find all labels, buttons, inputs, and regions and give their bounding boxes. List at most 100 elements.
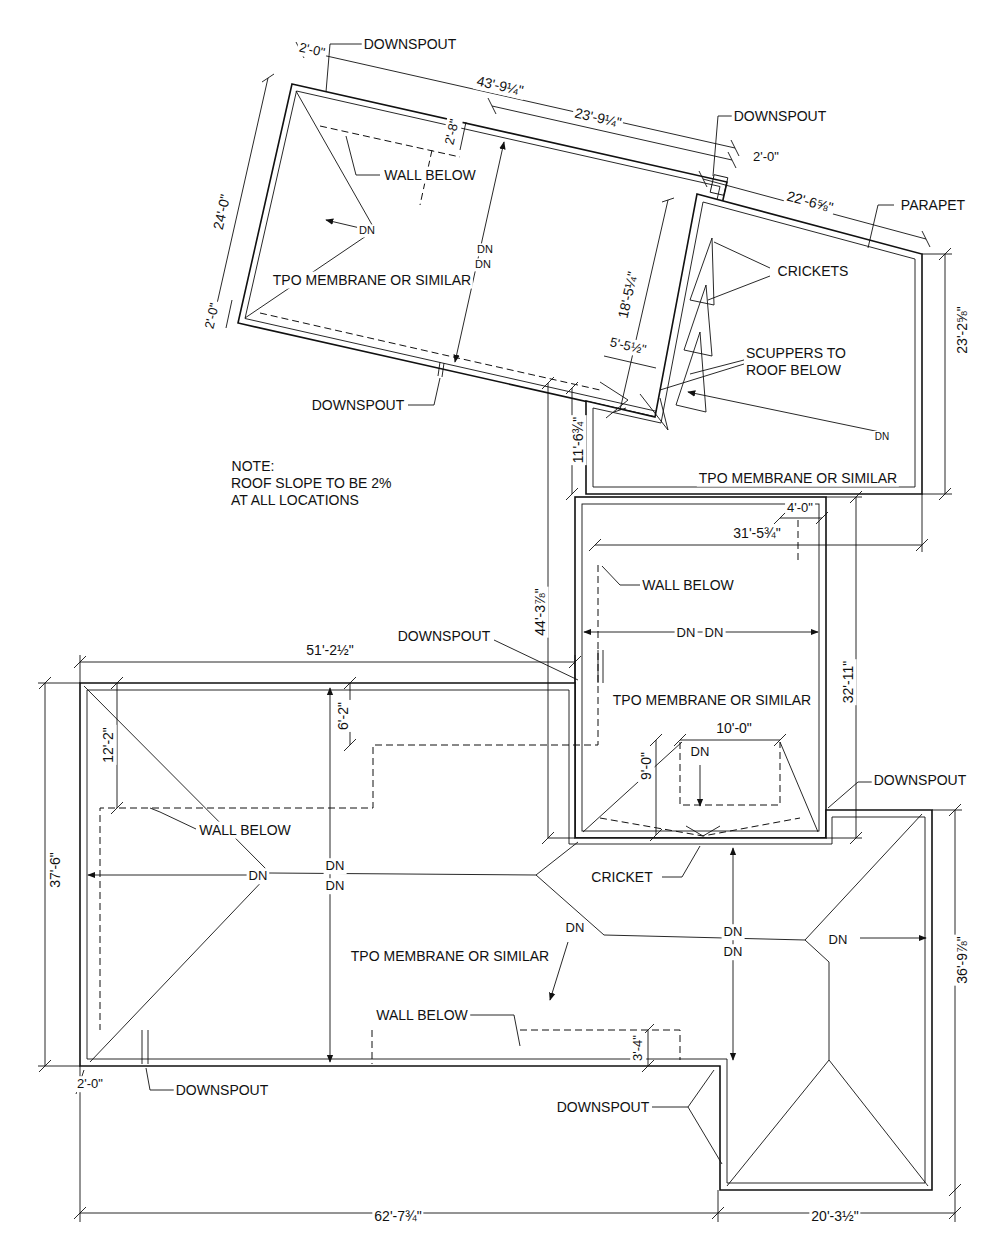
roof-label: DN bbox=[564, 920, 587, 936]
roof-label: DN bbox=[324, 858, 347, 874]
hip-line bbox=[686, 826, 720, 836]
hip-line bbox=[600, 818, 800, 836]
dimension-line bbox=[604, 356, 656, 368]
wall-below bbox=[372, 1030, 680, 1064]
roof-label: 23'-2⅝" bbox=[954, 304, 971, 355]
roof-label: DN bbox=[675, 625, 698, 641]
roof-label: 31'-5¾" bbox=[731, 525, 782, 542]
slope-arrow bbox=[88, 875, 250, 876]
roof-outline bbox=[593, 202, 915, 487]
wall-below bbox=[320, 126, 460, 205]
leader-line bbox=[146, 1068, 176, 1090]
leader-line bbox=[652, 1070, 722, 1164]
roof-label: 3'-4" bbox=[630, 1033, 646, 1063]
roof-label: 9'-0" bbox=[638, 750, 655, 782]
roof-label: 2'-0" bbox=[751, 149, 781, 165]
roof-label: DN bbox=[247, 868, 270, 884]
slope-arrow bbox=[550, 942, 568, 1000]
slope-arrow bbox=[860, 938, 926, 939]
roof-label: SCUPPERS TO ROOF BELOW bbox=[744, 345, 860, 379]
hip-line bbox=[84, 686, 270, 1062]
dimension-line bbox=[614, 198, 674, 412]
roof-label: TPO MEMBRANE OR SIMILAR bbox=[271, 272, 473, 289]
roof-label: DOWNSPOUT bbox=[732, 108, 829, 125]
roof-label: 5'-5½" bbox=[606, 334, 649, 358]
roof-label: TPO MEMBRANE OR SIMILAR bbox=[697, 470, 899, 487]
hip-line bbox=[536, 814, 928, 1186]
roof-label: DN bbox=[722, 944, 745, 960]
downspout-symbol bbox=[142, 362, 603, 1064]
slope-arrow bbox=[584, 632, 818, 633]
roof-outline bbox=[238, 84, 727, 421]
roof-label: 36'-9⅞" bbox=[954, 934, 971, 985]
roof-label: 6'-2" bbox=[335, 700, 352, 732]
slope-arrow bbox=[330, 688, 331, 1062]
leader-line bbox=[662, 846, 700, 877]
slope-arrow bbox=[88, 142, 926, 1062]
leader-line bbox=[602, 566, 640, 585]
leader-line bbox=[713, 116, 734, 176]
dimension-line bbox=[932, 804, 962, 1196]
roof-label: 10'-0" bbox=[714, 720, 754, 737]
roof-label: 51'-2½" bbox=[304, 642, 355, 659]
roof-label: 20'-3½" bbox=[809, 1208, 860, 1225]
leader-line bbox=[146, 44, 894, 1164]
roof-outline bbox=[80, 84, 932, 1190]
wall-below bbox=[100, 565, 598, 1030]
roof-label: 12'-2" bbox=[100, 725, 117, 765]
dimension-line bbox=[589, 494, 928, 552]
roof-label: DN bbox=[722, 924, 745, 940]
roof-label: WALL BELOW bbox=[197, 822, 293, 839]
leader-line bbox=[828, 782, 874, 808]
roof-label: DN bbox=[827, 932, 850, 948]
roof-label: 24'-0" bbox=[209, 191, 234, 233]
roof-label: WALL BELOW bbox=[640, 577, 736, 594]
roof-label: PARAPET bbox=[899, 197, 967, 214]
roof-label: 37'-6" bbox=[47, 850, 64, 890]
roof-label: 44'-3⅞" bbox=[532, 586, 549, 637]
roof-label: DN bbox=[475, 243, 495, 256]
downspout-symbol bbox=[438, 362, 444, 377]
roof-label: DN bbox=[473, 258, 493, 271]
roof-label: 18'-5¼" bbox=[614, 268, 642, 322]
downspout-symbol bbox=[142, 1030, 148, 1064]
roof-label: DOWNSPOUT bbox=[396, 628, 493, 645]
leader-line bbox=[494, 640, 578, 680]
roof-label: CRICKET bbox=[589, 869, 654, 886]
roof-label: 2'-0" bbox=[201, 300, 223, 333]
roof-label: DN bbox=[324, 878, 347, 894]
roof-label: DN bbox=[689, 744, 712, 760]
dimension-line bbox=[226, 300, 232, 328]
slope-arrow bbox=[326, 220, 360, 228]
roof-label: TPO MEMBRANE OR SIMILAR bbox=[349, 948, 551, 965]
dimension-line bbox=[296, 42, 739, 156]
cricket bbox=[600, 382, 668, 430]
roof-label: WALL BELOW bbox=[374, 1007, 470, 1024]
wall-below bbox=[798, 520, 799, 560]
roof-label: DOWNSPOUT bbox=[310, 397, 407, 414]
roof-outline bbox=[575, 497, 826, 838]
dimension-line bbox=[80, 1066, 955, 1222]
hip-line bbox=[583, 742, 818, 832]
roof-label: 2'-8" bbox=[441, 116, 463, 149]
roof-label: DOWNSPOUT bbox=[872, 772, 969, 789]
leader-line bbox=[326, 44, 362, 92]
dimension-line bbox=[922, 248, 952, 500]
dimension-line bbox=[488, 98, 736, 168]
leader-line bbox=[470, 1015, 520, 1046]
roof-label: DN bbox=[357, 224, 377, 237]
slope-arrow bbox=[688, 392, 880, 432]
wall-below bbox=[260, 313, 600, 390]
roof-label: DN bbox=[703, 625, 726, 641]
roof-label: ROOF SLOPE TO BE 2% AT ALL LOCATIONS bbox=[229, 475, 411, 509]
roof-label: DN bbox=[873, 431, 891, 443]
wall-below bbox=[680, 742, 780, 805]
leader-line bbox=[346, 136, 380, 175]
roof-label: 23'-9¼" bbox=[571, 104, 625, 132]
dimension-line bbox=[38, 42, 962, 1222]
cricket bbox=[676, 238, 714, 412]
hip-line bbox=[270, 873, 536, 875]
wall-below bbox=[100, 126, 798, 1064]
roof-outline bbox=[586, 194, 922, 494]
